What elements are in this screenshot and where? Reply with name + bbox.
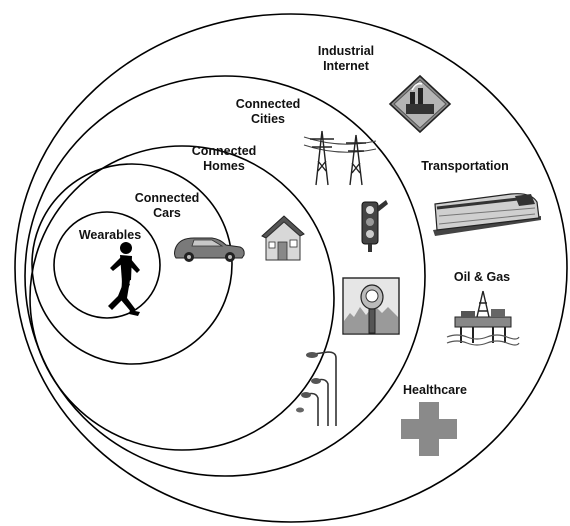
ring-wearables	[53, 211, 161, 319]
ring-connected-cars	[31, 163, 233, 365]
oil-gas-label: Oil & Gas	[453, 270, 511, 284]
factory-icon	[388, 74, 452, 134]
wearables-label: Wearables	[78, 228, 142, 242]
parking-meter-icon	[342, 277, 400, 335]
train-icon	[433, 193, 541, 236]
runner-icon	[108, 242, 140, 316]
transportation-label: Transportation	[421, 159, 509, 173]
connected-cities-label: Connected Cities	[235, 97, 301, 126]
oil-rig-icon	[446, 290, 520, 346]
ring-industrial-internet	[14, 13, 568, 523]
connected-homes-label: Connected Homes	[191, 144, 257, 173]
ring-connected-cities	[24, 75, 426, 477]
car-icon	[174, 237, 245, 262]
ring-connected-homes	[29, 145, 335, 451]
medical-cross-icon	[401, 402, 457, 456]
traffic-light-icon	[361, 200, 388, 252]
street-lamp-icon	[296, 351, 337, 426]
connected-cars-label: Connected Cars	[134, 191, 200, 220]
power-pylon-icon	[303, 130, 377, 186]
healthcare-label: Healthcare	[403, 383, 467, 397]
house-icon	[261, 215, 305, 261]
industrial-internet-label: Industrial Internet	[317, 44, 375, 73]
